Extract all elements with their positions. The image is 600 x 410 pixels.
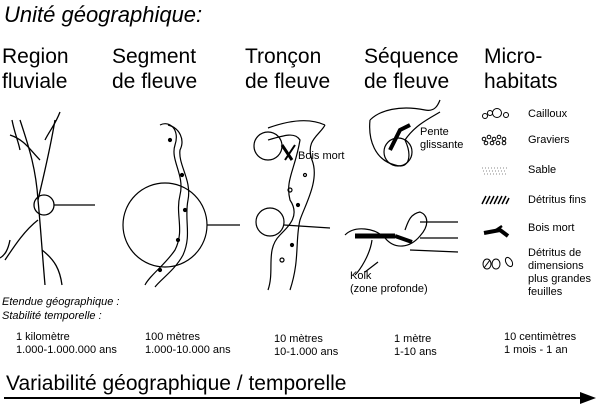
river-network-drawing bbox=[0, 111, 95, 286]
label-bois-mort: Bois mort bbox=[298, 150, 345, 162]
extent-value: 1 mètre bbox=[394, 333, 432, 345]
legend-graviers: Graviers bbox=[528, 134, 570, 146]
header-line: de fleuve bbox=[245, 70, 331, 93]
extent-value: 1 kilomètre bbox=[16, 331, 70, 343]
row-label-extent: Etendue géographique : bbox=[2, 296, 120, 308]
extent-value: 10 mètres bbox=[274, 333, 323, 345]
segment-drawing bbox=[122, 123, 240, 288]
header-line: Region bbox=[2, 45, 69, 68]
legend-cailloux: Cailloux bbox=[528, 108, 568, 120]
header-line: Tronçon bbox=[245, 45, 322, 68]
header-line: Séquence bbox=[364, 45, 459, 68]
legend-bois-mort: Bois mort bbox=[528, 222, 575, 234]
label-line: glissante bbox=[420, 139, 464, 151]
row-label-stability: Stabilité temporelle : bbox=[2, 310, 102, 322]
extent-value: 10 centimètres bbox=[504, 331, 577, 343]
legend-line: plus grandes bbox=[528, 273, 591, 285]
label-line: Pente bbox=[420, 126, 449, 138]
label-line: Kolk bbox=[350, 270, 372, 282]
gravel-icon bbox=[481, 134, 507, 146]
stability-value: 1.000-10.000 ans bbox=[145, 344, 231, 356]
reach-drawing bbox=[253, 120, 331, 291]
stability-value: 1-10 ans bbox=[394, 346, 437, 358]
label-kolk: Kolk(zone profonde) bbox=[350, 270, 428, 296]
dead-wood-icon bbox=[483, 224, 510, 238]
legend-icons bbox=[481, 108, 514, 270]
fine-debris-icon bbox=[481, 195, 510, 205]
legend-line: feuilles bbox=[528, 286, 563, 298]
leaves-icon bbox=[482, 256, 514, 270]
stability-value: 10-1.000 ans bbox=[274, 346, 339, 358]
header-line: de fleuve bbox=[112, 70, 198, 93]
axis-arrow bbox=[4, 392, 596, 404]
legend-detritus-grands: Détritus de dimensions plus grandes feui… bbox=[528, 247, 591, 299]
legend-sable: Sable bbox=[528, 164, 557, 176]
header-line: Segment bbox=[112, 45, 197, 68]
diagram-title: Unité géographique: bbox=[4, 2, 203, 27]
legend-detritus-fins: Détritus fins bbox=[528, 194, 587, 206]
header-line: de fleuve bbox=[364, 70, 450, 93]
header-line: fluviale bbox=[2, 70, 68, 93]
legend-line: Détritus de bbox=[528, 247, 582, 259]
header-line: Micro- bbox=[484, 45, 543, 68]
extent-value: 100 mètres bbox=[145, 331, 201, 343]
legend-line: dimensions bbox=[528, 260, 584, 272]
stability-value: 1.000-1.000.000 ans bbox=[16, 344, 117, 356]
stability-value: 1 mois - 1 an bbox=[504, 344, 568, 356]
axis-label: Variabilité géographique / temporelle bbox=[6, 372, 347, 395]
label-line: (zone profonde) bbox=[350, 283, 428, 295]
header-line: habitats bbox=[484, 70, 558, 93]
sequence-drawing bbox=[344, 99, 459, 276]
pebbles-icon bbox=[482, 108, 509, 119]
column-header-microhabitats: Micro-habitats bbox=[484, 44, 558, 94]
sand-icon bbox=[482, 167, 508, 175]
